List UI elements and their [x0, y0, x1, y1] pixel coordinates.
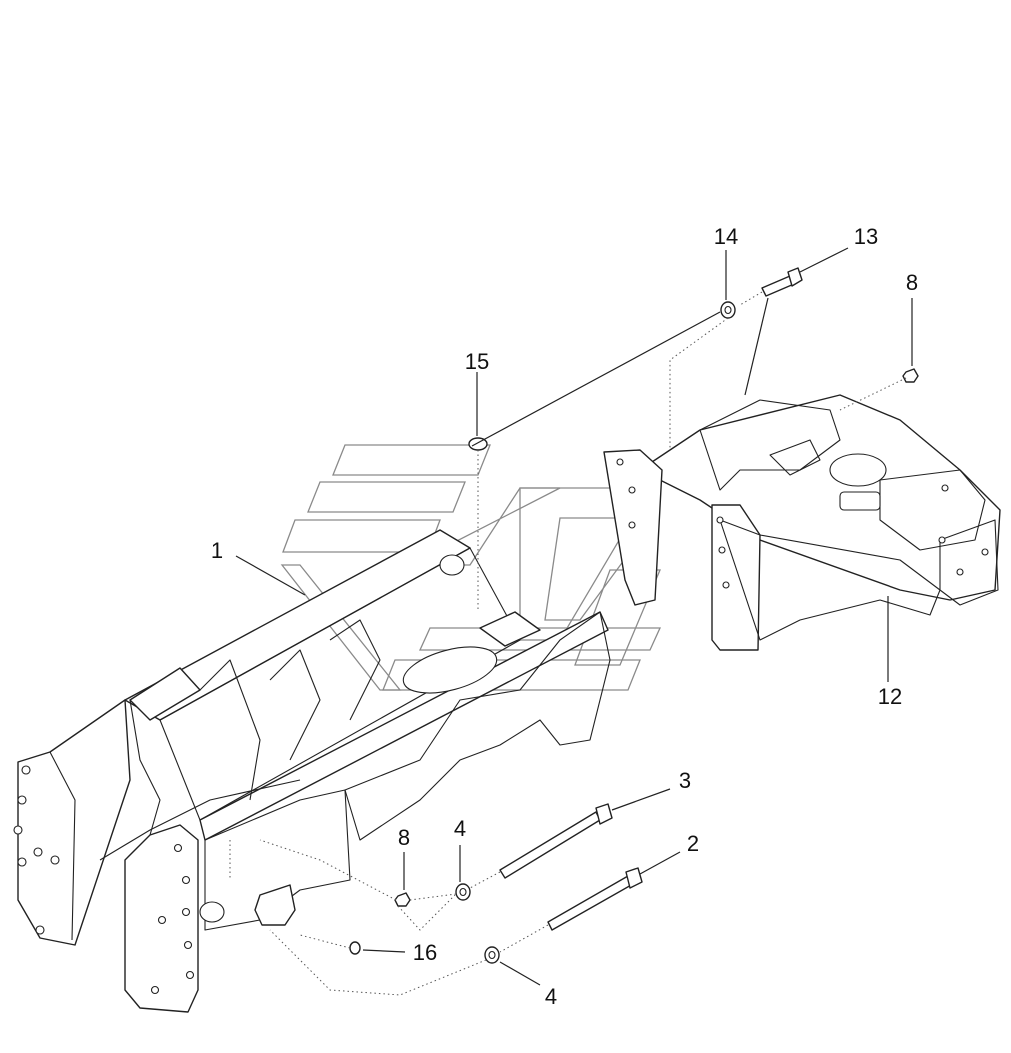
- front-subframe-part-12: [603, 394, 1001, 651]
- callout-13: 13: [854, 224, 878, 249]
- nut-part-8-upper: [902, 368, 919, 383]
- callout-3: 3: [679, 768, 691, 793]
- bolt-part-3: [499, 803, 613, 879]
- bolt-part-2: [547, 867, 643, 931]
- callout-8-upper: 8: [906, 270, 918, 295]
- assembly-lines: [229, 291, 907, 996]
- callout-14: 14: [714, 224, 738, 249]
- callout-labels: 1 2 3 4 4 8 8 12 13 14 15 16: [211, 224, 918, 1009]
- callout-1: 1: [211, 538, 223, 563]
- washer-part-4-upper-hole: [459, 887, 467, 897]
- callout-15: 15: [465, 349, 489, 374]
- washer-part-14-hole: [724, 305, 732, 315]
- nut-part-8-lower: [394, 892, 411, 907]
- callout-16: 16: [413, 940, 437, 965]
- plug-part-16: [349, 941, 361, 955]
- washer-part-4-lower-hole: [488, 950, 496, 960]
- bolt-part-13: [761, 267, 803, 297]
- callout-2: 2: [687, 831, 699, 856]
- main-housing-part-1: [13, 529, 611, 1013]
- callout-8-lower: 8: [398, 825, 410, 850]
- leader-lines: [235, 247, 913, 986]
- callout-4-lower: 4: [545, 984, 557, 1009]
- callout-4-upper: 4: [454, 816, 466, 841]
- callout-12: 12: [878, 684, 902, 709]
